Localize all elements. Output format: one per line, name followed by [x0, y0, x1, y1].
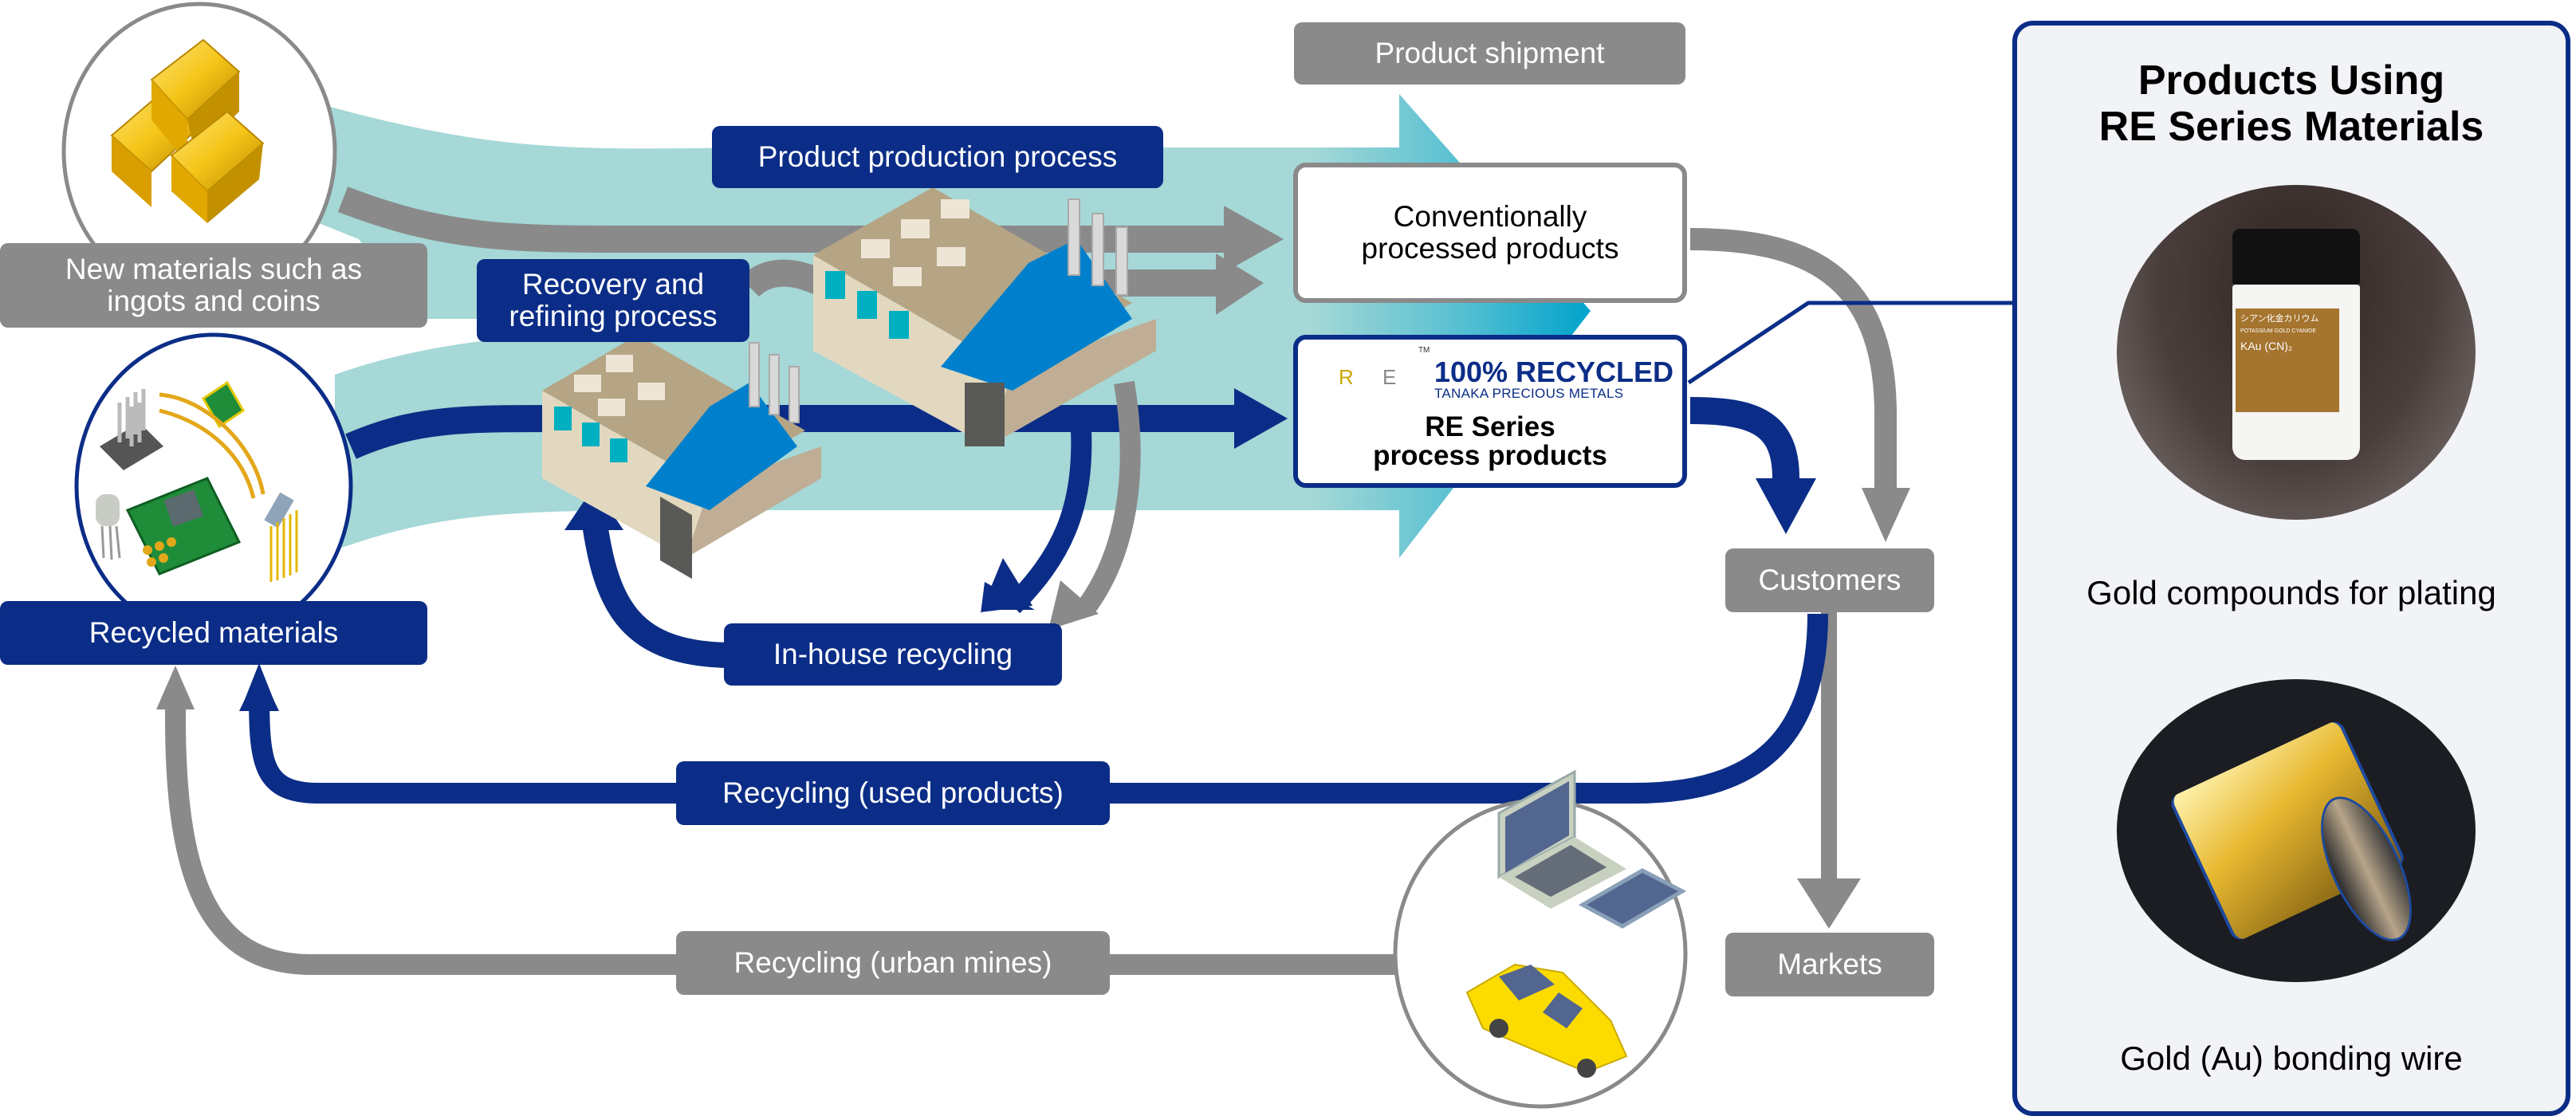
arrow-recycled-to-re [345, 405, 1244, 459]
arrow-factory-to-inhouse-navy [1005, 430, 1092, 614]
arrow-re-to-customers [1689, 397, 1799, 479]
factory-large-icon [813, 187, 1156, 446]
bottle-label-en: POTASSIUM GOLD CYANIDE [2240, 328, 2317, 334]
arrowhead [1224, 206, 1284, 273]
product-shipment-label: Product shipment [1294, 22, 1685, 84]
re-logo-mark-space: R E TM [1307, 346, 1430, 411]
gold-bonding-wire-image [2117, 679, 2476, 982]
re-series-products-label: RE Series process products [1373, 411, 1607, 471]
products-panel: Products Using RE Series Materials シアン化金… [2012, 21, 2570, 1116]
arrow-conventional-to-customers [1689, 228, 1897, 494]
recycled-materials-label: Recycled materials [0, 601, 427, 665]
factory-small-icon [542, 335, 821, 580]
recovery-refining-label: Recovery and refining process [477, 259, 749, 342]
bottle-label-formula: KAu (CN)₂ [2240, 340, 2293, 352]
arrow-new-to-conventional [337, 187, 1228, 253]
customers-label: Customers [1725, 548, 1934, 612]
arrow-inhouse-to-recovery [581, 516, 734, 668]
panel-title: Products Using RE Series Materials [2098, 57, 2484, 150]
gold-compound-bottle-image: シアン化金カリウム POTASSIUM GOLD CYANIDE KAu (CN… [2117, 185, 2476, 520]
in-house-recycling-label: In-house recycling [724, 623, 1062, 686]
electronics-circle [74, 332, 353, 640]
conventional-products-box: Conventionally processed products [1293, 163, 1687, 303]
re-logo-letter-e: E [1382, 365, 1397, 389]
re-logo-headline: 100% RECYCLED [1434, 356, 1674, 388]
re-logo-trademark: TM [1418, 346, 1430, 355]
markets-label: Markets [1725, 933, 1934, 996]
smartphone-icon [1578, 868, 1687, 929]
conventional-products-label: Conventionally processed products [1361, 200, 1619, 265]
arrow-factory-to-inhouse-gray [1076, 380, 1141, 616]
bottle-label-jp: シアン化金カリウム [2240, 314, 2319, 324]
arrowhead [1234, 388, 1288, 449]
product-caption-bonding-wire: Gold (Au) bonding wire [2120, 1039, 2463, 1077]
bottle-body: シアン化金カリウム POTASSIUM GOLD CYANIDE KAu (CN… [2232, 285, 2360, 460]
gold-ingots-icon [110, 38, 265, 223]
recycling-urban-mines-label: Recycling (urban mines) [676, 931, 1110, 995]
re-logo-letter-r: R [1338, 365, 1354, 389]
bottle-cap [2232, 229, 2360, 285]
arrow-used-products-loop [249, 613, 1828, 804]
bottle-label: シアン化金カリウム POTASSIUM GOLD CYANIDE KAu (CN… [2236, 308, 2339, 412]
re-series-products-box: R E TM 100% RECYCLED TANAKA PRECIOUS MET… [1293, 335, 1687, 488]
product-caption-plating: Gold compounds for plating [2086, 574, 2496, 611]
laptop-icon [1497, 769, 1626, 909]
car-icon [1465, 963, 1628, 1078]
arrow-customers-to-markets [1821, 610, 1837, 885]
electronic-components-icon [96, 380, 298, 582]
recycling-used-products-label: Recycling (used products) [676, 761, 1110, 825]
arrow-urban-mines-loop [165, 701, 1427, 975]
re-logo: R E TM 100% RECYCLED TANAKA PRECIOUS MET… [1307, 346, 1674, 411]
connector-line [1687, 301, 2016, 385]
product-production-label: Product production process [712, 126, 1163, 188]
new-materials-label: New materials such as ingots and coins [0, 243, 427, 328]
re-logo-subline: TANAKA PRECIOUS METALS [1434, 386, 1624, 401]
